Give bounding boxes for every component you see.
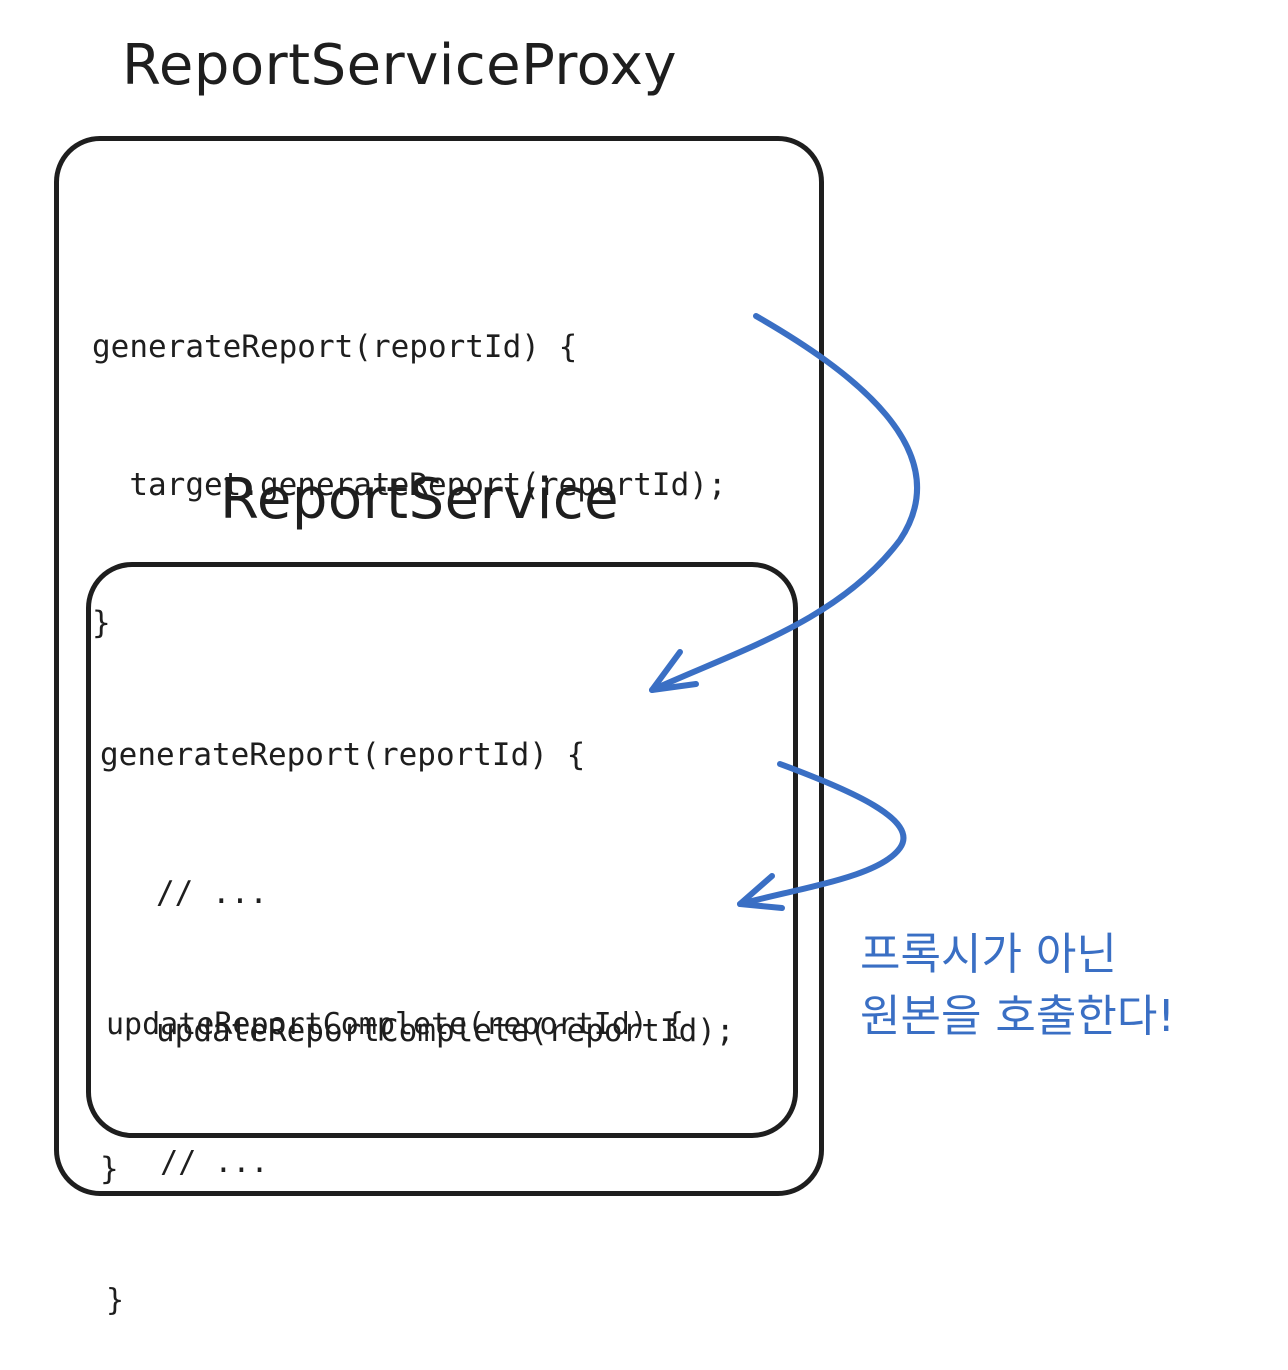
code-line: } xyxy=(106,1283,125,1318)
self-invocation-note: 프록시가 아닌 원본을 호출한다! xyxy=(860,924,1175,1048)
proxy-code-block: generateReport(reportId) { target.genera… xyxy=(92,232,727,692)
proxy-container xyxy=(54,136,824,1196)
code-line: generateReport(reportId) { xyxy=(100,737,586,773)
code-line: } xyxy=(92,605,111,641)
service-method-generate-report: generateReport(reportId) { // ... update… xyxy=(100,640,735,1238)
self-invocation-arrowhead xyxy=(737,873,785,911)
proxy-to-target-arrowhead xyxy=(649,649,699,693)
code-line: // ... xyxy=(100,875,268,911)
note-line: 원본을 호출한다! xyxy=(860,991,1175,1042)
code-line: // ... xyxy=(106,1145,269,1180)
service-title: ReportService xyxy=(220,467,620,532)
note-line: 프록시가 아닌 xyxy=(860,929,1117,980)
code-line: updateReportComplete(reportId) { xyxy=(106,1007,684,1042)
code-line: updateReportComplete(reportId); xyxy=(100,1013,735,1049)
code-line: target.generateReport(reportId); xyxy=(92,467,727,503)
service-container xyxy=(86,562,798,1138)
proxy-to-target-arrow xyxy=(649,313,921,693)
call-arrows xyxy=(649,313,921,911)
code-line: } xyxy=(100,1151,119,1187)
proxy-title: ReportServiceProxy xyxy=(122,33,677,98)
code-line: generateReport(reportId) { xyxy=(92,329,578,365)
self-invocation-arrow xyxy=(737,761,907,907)
